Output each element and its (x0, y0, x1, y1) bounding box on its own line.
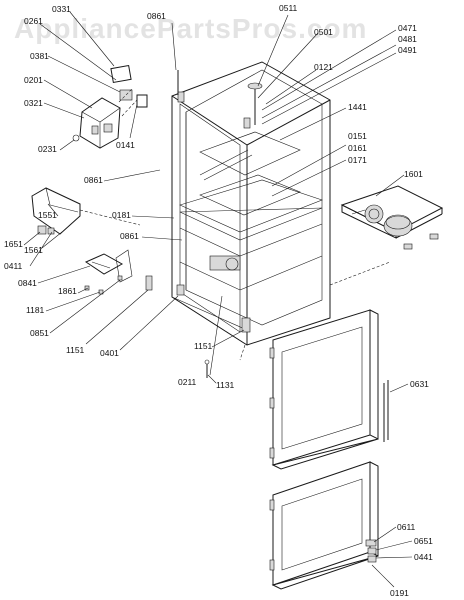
upper-door (269, 309, 389, 470)
lower-door (269, 461, 379, 590)
left-bracket-parts (31, 187, 141, 295)
watermark: AppliancePartsPros.com (14, 13, 367, 44)
label-0181: 0181 (112, 210, 131, 220)
label-0231: 0231 (38, 144, 57, 154)
label-1151-2: 1151 (194, 341, 213, 351)
label-0381: 0381 (30, 51, 49, 61)
label-0511: 0511 (279, 3, 298, 13)
label-1181: 1181 (26, 305, 45, 315)
label-0411: 0411 (4, 261, 23, 271)
label-0481: 0481 (398, 34, 417, 44)
label-0851: 0851 (30, 328, 49, 338)
label-0611: 0611 (397, 522, 416, 532)
control-housing-assembly (72, 64, 148, 149)
label-0171: 0171 (348, 155, 367, 165)
leader-lines (23, 11, 413, 588)
label-1151: 1151 (66, 345, 85, 355)
label-1131: 1131 (216, 380, 235, 390)
label-0121: 0121 (314, 62, 333, 72)
label-0501: 0501 (314, 27, 333, 37)
label-0321: 0321 (24, 98, 43, 108)
label-1651: 1651 (4, 239, 23, 249)
label-1601: 1601 (404, 169, 423, 179)
loose-parts (204, 344, 246, 378)
label-0651: 0651 (414, 536, 433, 546)
label-1551: 1551 (38, 210, 57, 220)
label-1861: 1861 (58, 286, 77, 296)
label-0861: 0861 (147, 11, 166, 21)
label-0261: 0261 (24, 16, 43, 26)
label-1561: 1561 (24, 245, 43, 255)
label-0841: 0841 (18, 278, 37, 288)
label-0441: 0441 (414, 552, 433, 562)
cabinet-assembly (145, 61, 331, 346)
label-0191: 0191 (390, 588, 409, 598)
compressor-assembly (329, 185, 444, 286)
label-0201: 0201 (24, 75, 43, 85)
label-0161: 0161 (348, 143, 367, 153)
label-0861-2: 0861 (84, 175, 103, 185)
part-labels: 0331 0511 0861 0261 0381 0501 0471 0481 … (4, 3, 433, 598)
label-0141: 0141 (116, 140, 135, 150)
label-0211: 0211 (178, 377, 197, 387)
label-0471: 0471 (398, 23, 417, 33)
label-0331: 0331 (52, 4, 71, 14)
label-0861-3: 0861 (120, 231, 139, 241)
label-0491: 0491 (398, 45, 417, 55)
label-0631: 0631 (410, 379, 429, 389)
label-1441: 1441 (348, 102, 367, 112)
label-0401: 0401 (100, 348, 119, 358)
label-0151: 0151 (348, 131, 367, 141)
